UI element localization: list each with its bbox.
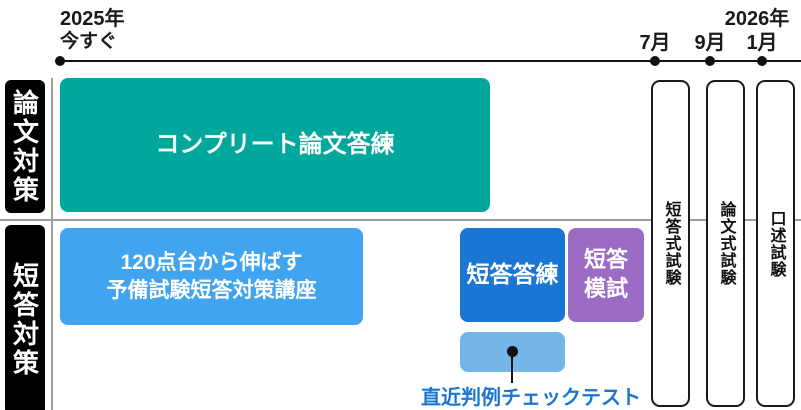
course-short-answer-mock-exam-line1: 短答 <box>583 247 628 273</box>
precedent-check-callout-dot <box>507 346 518 357</box>
course-complete-essay-training-label: コンプリート論文答練 <box>155 131 395 159</box>
timeline-dot-july <box>650 56 660 66</box>
course-short-answer-mock-exam: 短答 模試 <box>568 228 644 322</box>
vertical-divider <box>51 78 53 410</box>
precedent-check-label: 直近判例チェックテスト <box>421 387 641 409</box>
exam-essay: 論文式試験 <box>706 80 745 407</box>
exam-short-answer-label: 短答式試験 <box>662 201 680 286</box>
exam-oral: 口述試験 <box>756 80 795 407</box>
exam-short-answer: 短答式試験 <box>651 80 690 407</box>
timeline-end-year: 2026年 <box>724 8 790 30</box>
timeline-dot-now <box>55 56 65 66</box>
section-header-essay-label: 論文対策 <box>9 88 40 205</box>
timeline-month-september: 9月 <box>694 32 726 54</box>
timeline-month-july: 7月 <box>639 32 671 54</box>
course-complete-essay-training: コンプリート論文答練 <box>60 78 490 212</box>
course-short-answer-lecture-line2: 予備試験短答対策講座 <box>106 278 317 302</box>
section-header-short-answer: 短答対策 <box>5 225 45 410</box>
horizontal-divider <box>0 219 801 221</box>
course-short-answer-training: 短答答練 <box>460 228 565 322</box>
timeline-dot-september <box>705 56 715 66</box>
course-short-answer-mock-exam-line2: 模試 <box>583 276 628 301</box>
precedent-check-callout-line <box>511 352 513 383</box>
exam-oral-label: 口述試験 <box>767 209 785 278</box>
timeline-start-year: 2025年 <box>60 8 125 30</box>
section-header-essay: 論文対策 <box>5 80 45 213</box>
exam-essay-label: 論文式試験 <box>717 201 735 286</box>
timeline-dot-january <box>757 56 767 66</box>
course-short-answer-lecture-line1: 120点台から伸ばす <box>120 251 303 275</box>
section-header-short-answer-label: 短答対策 <box>9 262 40 378</box>
course-short-answer-training-label: 短答答練 <box>466 261 559 288</box>
timeline-start-label: 今すぐ <box>60 31 118 52</box>
course-short-answer-lecture: 120点台から伸ばす 予備試験短答対策講座 <box>60 228 363 325</box>
timeline-month-january: 1月 <box>746 32 778 54</box>
timeline-axis <box>60 60 801 62</box>
